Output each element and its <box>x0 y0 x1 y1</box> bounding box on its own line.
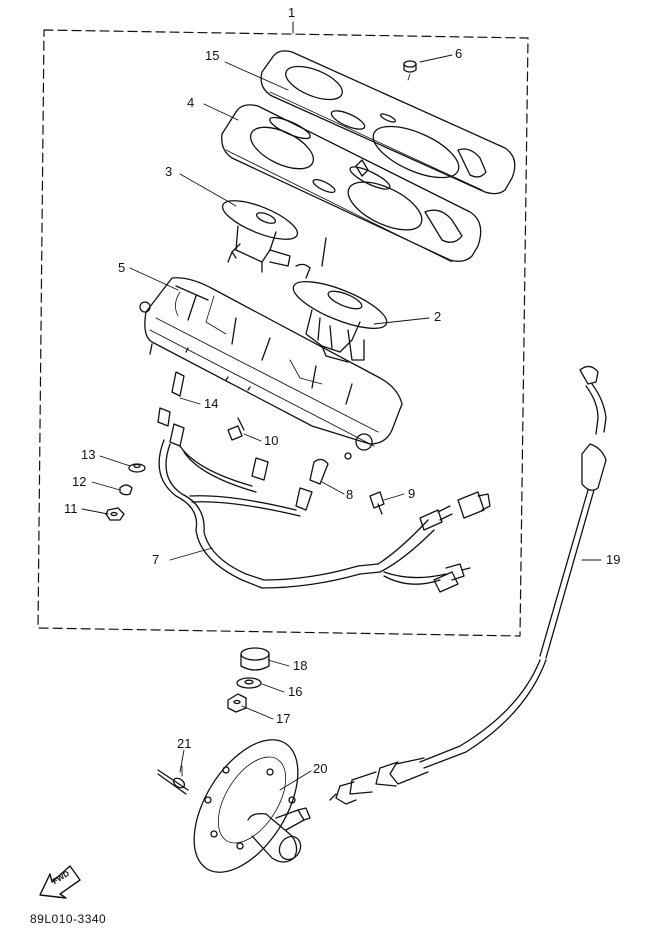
assembly-boundary <box>37 29 529 637</box>
part-label-1: 1 <box>288 5 296 20</box>
part-label-14: 14 <box>204 396 219 411</box>
part-label-8: 8 <box>346 487 354 502</box>
part-label-17: 17 <box>276 711 291 726</box>
bulb-socket <box>157 371 185 447</box>
part-label-20: 20 <box>313 761 328 776</box>
lens-panel <box>221 104 482 263</box>
part-label-21: 21 <box>177 736 192 751</box>
part-label-6: 6 <box>455 46 463 61</box>
pin-21 <box>157 765 189 795</box>
part-label-4: 4 <box>187 95 195 110</box>
bulb-8 <box>251 457 329 511</box>
part-label-7: 7 <box>152 552 160 567</box>
part-label-10: 10 <box>264 433 279 448</box>
part-label-9: 9 <box>408 486 416 501</box>
nut-11 <box>105 507 125 521</box>
part-label-13: 13 <box>81 447 96 462</box>
part-label-3: 3 <box>165 164 173 179</box>
speedometer-gear-unit <box>193 739 311 873</box>
part-label-19: 19 <box>606 552 621 567</box>
part-label-2: 2 <box>434 309 442 324</box>
screw-10 <box>227 417 245 441</box>
damper-18 <box>240 647 270 671</box>
meter-2 <box>292 263 388 363</box>
screw-6 <box>403 60 417 81</box>
part-label-5: 5 <box>118 260 126 275</box>
washer-13 <box>128 463 146 473</box>
leader-lines <box>81 54 602 791</box>
fwd-arrow-icon <box>39 865 81 899</box>
screw-9 <box>369 491 385 515</box>
drawing-code: 89L010-3340 <box>30 912 107 926</box>
part-label-16: 16 <box>288 684 303 699</box>
part-label-15: 15 <box>205 48 220 63</box>
meter-3 <box>221 200 327 273</box>
grommet-12 <box>119 484 133 496</box>
part-label-12: 12 <box>72 474 87 489</box>
speedometer-cable <box>329 365 607 805</box>
part-label-11: 11 <box>64 501 78 516</box>
meter-case <box>139 277 403 460</box>
wire-harness <box>158 439 491 593</box>
part-label-18: 18 <box>293 658 308 673</box>
lens-cover <box>260 50 516 195</box>
washer-16 <box>236 677 262 689</box>
nut-17 <box>227 693 247 713</box>
